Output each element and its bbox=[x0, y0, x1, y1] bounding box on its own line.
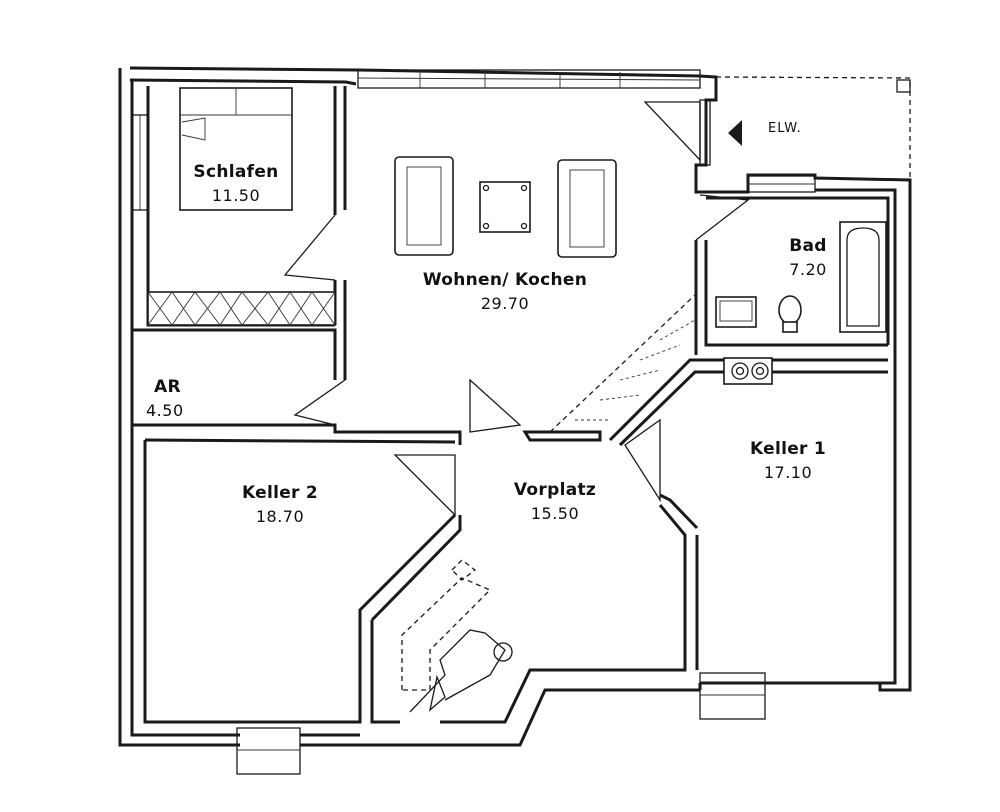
wardrobe-icon bbox=[147, 291, 336, 326]
interior-walls bbox=[132, 86, 890, 724]
room-name: Vorplatz bbox=[513, 480, 597, 500]
room-label-vorplatz: Vorplatz 15.50 bbox=[490, 480, 620, 523]
room-label-bad: Bad 7.20 bbox=[770, 236, 846, 279]
room-label-keller-1: Keller 1 17.10 bbox=[723, 439, 853, 482]
room-area: 17.10 bbox=[763, 463, 813, 482]
room-area: 4.50 bbox=[146, 401, 184, 420]
elw-area bbox=[715, 76, 911, 180]
bed-icon bbox=[179, 87, 293, 211]
room-name: Keller 2 bbox=[241, 483, 319, 503]
room-label-ar: AR 4.50 bbox=[141, 377, 197, 420]
bathtub-icon bbox=[839, 221, 887, 333]
sofa-left-icon bbox=[394, 156, 454, 256]
windows bbox=[131, 69, 816, 775]
coffee-table-icon bbox=[479, 181, 531, 233]
room-name: Keller 1 bbox=[749, 439, 827, 459]
room-name: AR bbox=[154, 377, 181, 397]
room-label-schlafen: Schlafen 11.50 bbox=[186, 162, 286, 205]
room-area: 18.70 bbox=[255, 507, 305, 526]
elw-label: ELW. bbox=[768, 121, 802, 136]
room-area: 29.70 bbox=[480, 294, 530, 313]
room-area: 7.20 bbox=[789, 260, 827, 279]
arrow-left-icon bbox=[728, 120, 742, 146]
vorplatz-stair-fixture bbox=[401, 559, 513, 713]
room-area: 11.50 bbox=[211, 186, 261, 205]
room-name: Wohnen/ Kochen bbox=[422, 270, 588, 290]
door-swings bbox=[283, 101, 750, 517]
sink-icon bbox=[715, 296, 757, 328]
room-name: Bad bbox=[789, 236, 827, 256]
utility-connections-icon bbox=[723, 357, 773, 385]
sofa-right-icon bbox=[557, 159, 617, 258]
room-label-wohnen-kochen: Wohnen/ Kochen 29.70 bbox=[405, 270, 605, 313]
room-name: Schlafen bbox=[193, 162, 279, 182]
room-label-keller-2: Keller 2 18.70 bbox=[215, 483, 345, 526]
stairs bbox=[549, 294, 696, 433]
room-area: 15.50 bbox=[530, 504, 580, 523]
exterior-walls bbox=[118, 66, 912, 747]
toilet-icon bbox=[778, 295, 802, 333]
